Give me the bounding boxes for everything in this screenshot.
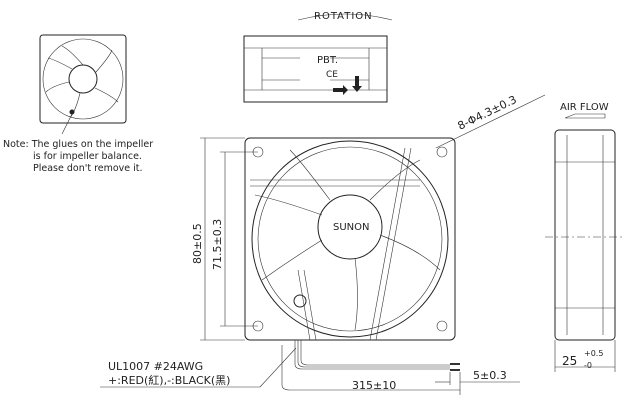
material-label: PBT.: [317, 55, 338, 66]
hole-leader: [435, 94, 546, 149]
outer-dimension: 80±0.5: [191, 223, 204, 264]
top-side-view: [243, 35, 388, 103]
lead-length-dimension: 315±10: [352, 379, 396, 392]
depth-tolerance-lower: -0: [584, 361, 592, 370]
strip-length-dimension: 5±0.3: [473, 369, 507, 382]
depth-tolerance-upper: +0.5: [584, 349, 603, 358]
note-line-1: Note: The glues on the impeller: [3, 139, 153, 150]
vertical-dimensions: [200, 137, 258, 341]
note-line-2: is for impeller balance.: [33, 151, 142, 162]
lead-wires: [100, 340, 520, 395]
main-front-view: [244, 137, 456, 341]
hub-label: SUNON: [333, 222, 370, 233]
note-line-3: Please don't remove it.: [33, 163, 143, 174]
depth-main: 25: [562, 354, 577, 368]
depth-dimension: 25: [562, 354, 577, 368]
mount-holes-label: 8-Φ4.3±0.3: [456, 93, 519, 133]
airflow-arrow-icon: [333, 85, 348, 95]
small-front-view: [39, 34, 127, 135]
wire-spec: UL1007 #24AWG: [108, 360, 203, 373]
air-flow-arrow-icon: [564, 113, 606, 119]
rotation-arrow-icon: [352, 76, 362, 92]
hole-pitch-dimension: 71.5±0.3: [211, 219, 224, 270]
wire-colors: +:RED(紅),-:BLACK(黑): [108, 374, 230, 387]
ce-mark: CE: [326, 70, 338, 80]
right-side-view: [545, 129, 625, 372]
air-flow-label: AIR FLOW: [560, 102, 609, 113]
rotation-label: ROTATION: [314, 11, 373, 22]
rotation-arrow: [297, 13, 393, 21]
